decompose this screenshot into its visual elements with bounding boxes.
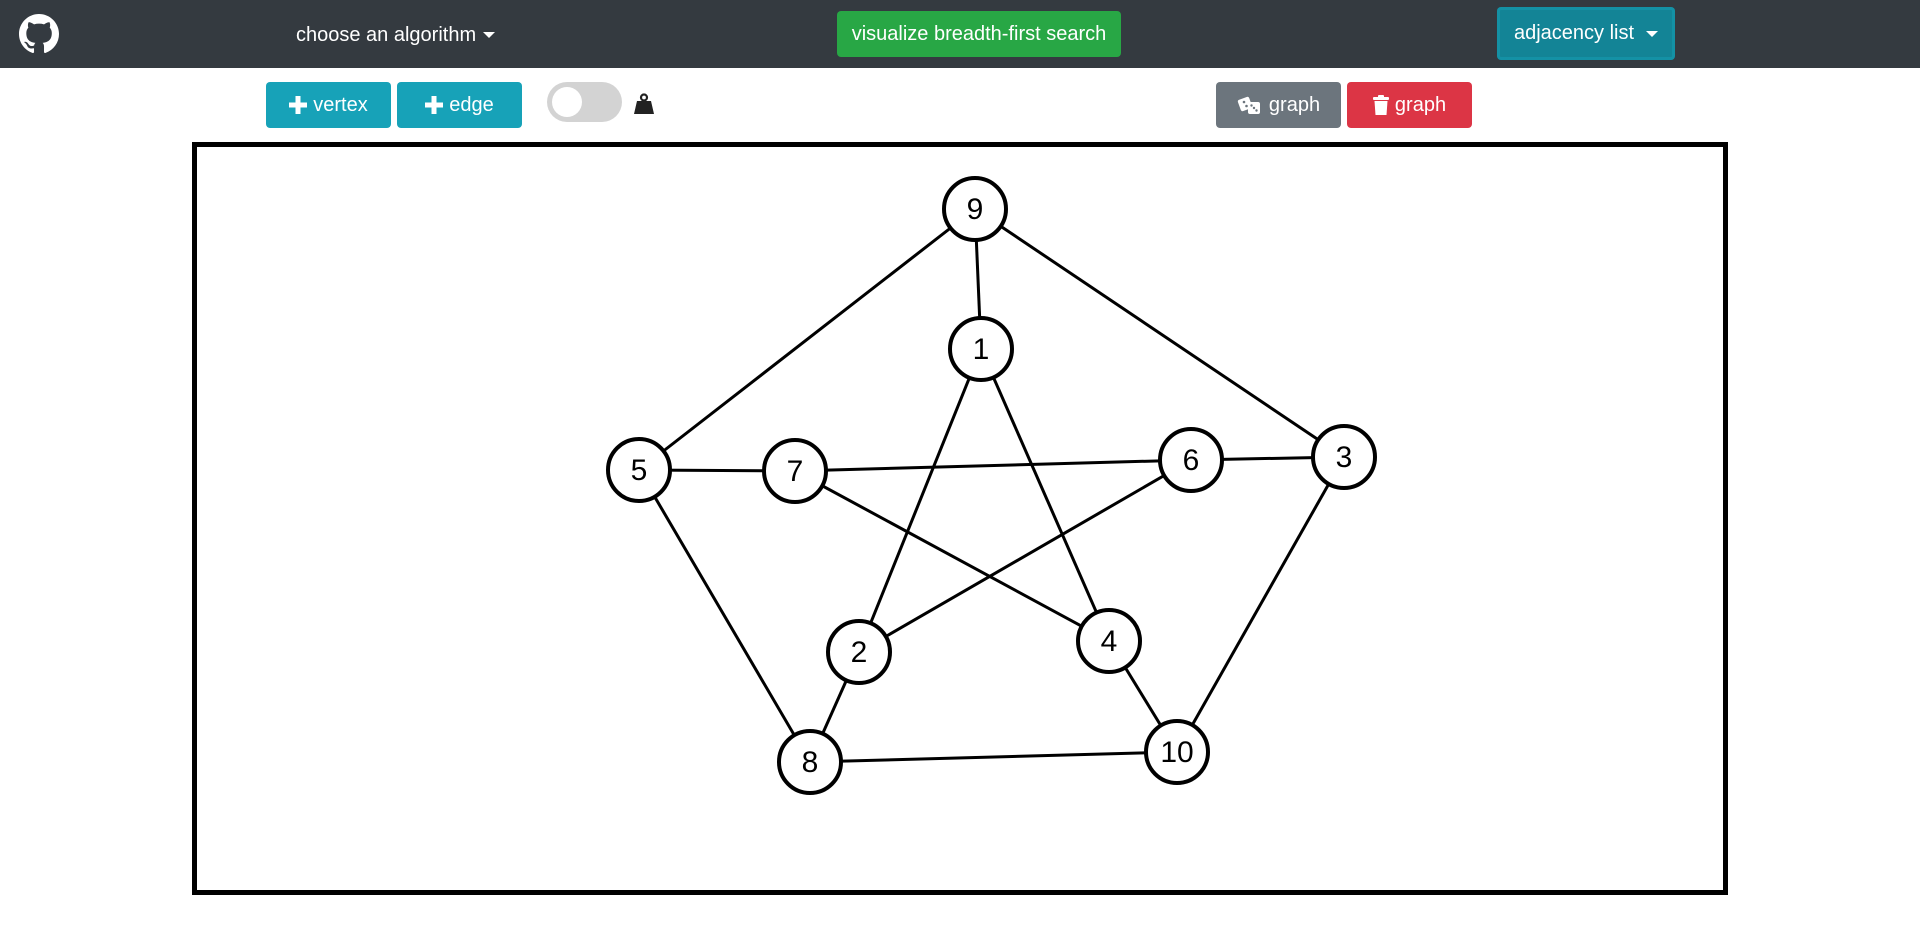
vertex-label: 8 bbox=[802, 746, 819, 779]
plus-icon bbox=[289, 96, 308, 114]
weighted-toggle[interactable] bbox=[547, 82, 622, 122]
caret-down-icon bbox=[1646, 30, 1659, 37]
vertex-label: 10 bbox=[1160, 736, 1193, 769]
delete-graph-button[interactable]: graph bbox=[1347, 82, 1472, 128]
graph-edge-1-2[interactable] bbox=[857, 348, 983, 653]
vertex-circle[interactable] bbox=[606, 437, 672, 503]
graph-vertex-1[interactable]: 1 bbox=[948, 316, 1014, 382]
visualize-button-label: visualize breadth-first search bbox=[851, 22, 1107, 45]
graph-edge-8-10[interactable] bbox=[809, 750, 1178, 764]
github-icon[interactable] bbox=[19, 14, 59, 54]
vertex-circle[interactable] bbox=[777, 729, 843, 795]
graph-edge-3-10[interactable] bbox=[1175, 456, 1346, 753]
graph-edge-6-2[interactable] bbox=[858, 458, 1192, 654]
dice-icon bbox=[1237, 96, 1260, 114]
random-graph-label: graph bbox=[1268, 93, 1321, 116]
vertex-label: 2 bbox=[851, 636, 868, 669]
graph-vertex-7[interactable]: 7 bbox=[762, 438, 828, 504]
vertex-label: 6 bbox=[1183, 444, 1200, 477]
graph-vertex-9[interactable]: 9 bbox=[942, 176, 1008, 242]
caret-down-icon bbox=[483, 32, 496, 38]
vertex-circle[interactable] bbox=[1144, 719, 1210, 785]
vertex-circle[interactable] bbox=[1076, 608, 1142, 674]
add-vertex-label: vertex bbox=[313, 93, 368, 116]
nodes-layer: 1 2 3 4 5 6 7 8 9 10 bbox=[606, 176, 1377, 795]
vertex-circle[interactable] bbox=[1311, 424, 1377, 490]
graph-edge-1-4[interactable] bbox=[979, 348, 1111, 642]
navbar: choose an algorithm visualize breadth-fi… bbox=[0, 0, 1920, 68]
graph-canvas[interactable]: 1 2 3 4 5 6 7 8 9 10 bbox=[192, 142, 1728, 895]
graph-edge-7-4[interactable] bbox=[794, 469, 1110, 643]
vertex-label: 9 bbox=[967, 193, 984, 226]
graph-vertex-2[interactable]: 2 bbox=[826, 619, 892, 685]
graph-edge-7-6[interactable] bbox=[794, 458, 1192, 473]
add-edge-label: edge bbox=[449, 93, 494, 116]
plus-icon bbox=[425, 96, 444, 114]
graph-vertex-5[interactable]: 5 bbox=[606, 437, 672, 503]
algorithm-dropdown-label: choose an algorithm bbox=[296, 24, 477, 46]
vertex-circle[interactable] bbox=[826, 619, 892, 685]
graph-vertex-8[interactable]: 8 bbox=[777, 729, 843, 795]
graph-edge-9-5[interactable] bbox=[638, 207, 976, 472]
vertex-circle[interactable] bbox=[762, 438, 828, 504]
graph-vertex-4[interactable]: 4 bbox=[1076, 608, 1142, 674]
visualize-button[interactable]: visualize breadth-first search bbox=[837, 11, 1121, 57]
graph-vertex-3[interactable]: 3 bbox=[1311, 424, 1377, 490]
add-vertex-button[interactable]: vertex bbox=[266, 82, 391, 128]
graph-edge-5-8[interactable] bbox=[637, 469, 812, 763]
vertex-circle[interactable] bbox=[942, 176, 1008, 242]
vertex-label: 5 bbox=[631, 454, 648, 487]
vertex-label: 3 bbox=[1336, 441, 1353, 474]
weight-icon bbox=[634, 93, 654, 114]
vertex-circle[interactable] bbox=[948, 316, 1014, 382]
representation-dropdown-label: adjacency list bbox=[1513, 22, 1635, 44]
vertex-label: 4 bbox=[1101, 625, 1118, 658]
vertex-label: 7 bbox=[787, 455, 804, 488]
graph-vertex-10[interactable]: 10 bbox=[1144, 719, 1210, 785]
edges-layer bbox=[637, 207, 1346, 764]
graph-vertex-6[interactable]: 6 bbox=[1158, 427, 1224, 493]
vertex-circle[interactable] bbox=[1158, 427, 1224, 493]
vertex-label: 1 bbox=[973, 333, 990, 366]
trash-icon bbox=[1372, 95, 1389, 115]
add-edge-button[interactable]: edge bbox=[397, 82, 522, 128]
toggle-knob bbox=[552, 87, 582, 117]
graph-svg[interactable]: 1 2 3 4 5 6 7 8 9 10 bbox=[197, 147, 1723, 890]
graph-edge-9-3[interactable] bbox=[974, 207, 1345, 459]
representation-dropdown-button[interactable]: adjacency list bbox=[1497, 7, 1675, 60]
algorithm-dropdown[interactable]: choose an algorithm bbox=[296, 20, 496, 50]
random-graph-button[interactable]: graph bbox=[1216, 82, 1341, 128]
delete-graph-label: graph bbox=[1394, 93, 1447, 116]
